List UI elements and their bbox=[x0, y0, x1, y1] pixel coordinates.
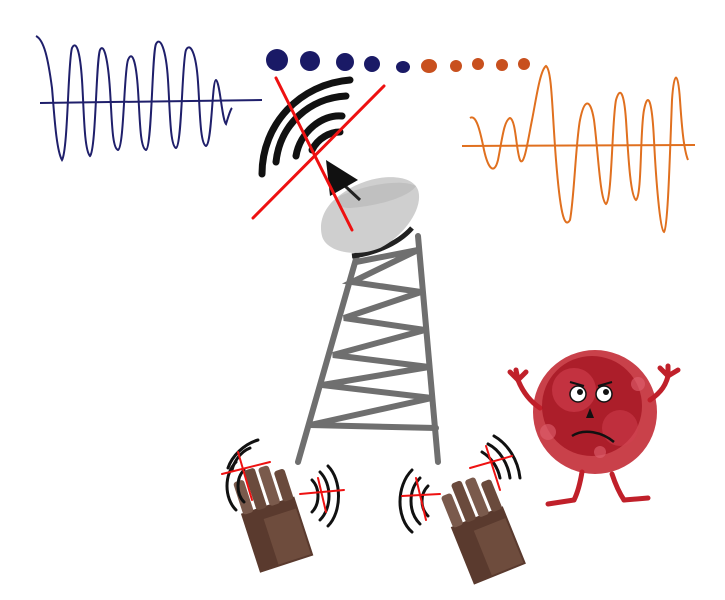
dish-rim-shadow bbox=[337, 182, 416, 208]
finger bbox=[274, 469, 294, 502]
left-dot bbox=[300, 51, 320, 71]
signal-arc bbox=[310, 478, 320, 514]
right-dots bbox=[421, 58, 530, 73]
dish-mount bbox=[351, 226, 414, 259]
wifi-signal-icon bbox=[258, 76, 354, 178]
signal-arc bbox=[398, 468, 414, 534]
right-wave bbox=[461, 64, 696, 234]
cross-line bbox=[274, 76, 354, 232]
cross-line bbox=[251, 84, 386, 220]
virus-left-foot bbox=[545, 497, 577, 507]
right-dot bbox=[421, 59, 437, 73]
virus-face bbox=[569, 381, 615, 443]
cross-line bbox=[485, 445, 501, 491]
right-dot bbox=[472, 58, 484, 70]
virus-body-speck bbox=[540, 424, 556, 440]
virus-right-pupil bbox=[603, 389, 609, 395]
right-hand-group bbox=[398, 434, 526, 585]
virus-left-hand bbox=[507, 367, 529, 383]
signal-arc bbox=[480, 450, 502, 480]
right-dot bbox=[518, 58, 530, 70]
hand-icon bbox=[441, 477, 526, 585]
tower-left-leg bbox=[295, 249, 361, 465]
virus-right-brow bbox=[597, 381, 613, 387]
signal-arc bbox=[226, 438, 260, 470]
cross-out-icon bbox=[401, 445, 513, 521]
virus-left-pupil bbox=[577, 389, 583, 395]
signal-arc bbox=[236, 468, 246, 504]
left-wave bbox=[35, 35, 263, 162]
finger bbox=[258, 465, 280, 506]
virus-left-leg bbox=[571, 469, 585, 503]
signal-arc-outermost bbox=[258, 76, 354, 178]
palm-highlight bbox=[263, 508, 311, 565]
signal-arc-outer bbox=[272, 92, 350, 166]
virus-right-hand bbox=[657, 363, 681, 379]
right-wave-line bbox=[469, 64, 689, 234]
signal-arc bbox=[230, 446, 252, 472]
signal-arc bbox=[326, 464, 340, 528]
cross-line bbox=[237, 451, 253, 501]
right-dot bbox=[450, 60, 462, 72]
cross-line bbox=[221, 461, 271, 475]
finger bbox=[244, 468, 267, 510]
virus-left-brow bbox=[569, 381, 585, 387]
left-dot bbox=[266, 49, 288, 71]
cross-line bbox=[415, 477, 427, 521]
cross-out-icon bbox=[251, 76, 386, 232]
virus-body-speck bbox=[594, 446, 606, 458]
virus-nose bbox=[586, 408, 594, 418]
dish-feed-horn bbox=[326, 160, 358, 196]
signal-arc bbox=[492, 434, 522, 480]
left-wave-line bbox=[35, 35, 233, 162]
cross-line bbox=[317, 477, 327, 513]
left-dots bbox=[266, 49, 410, 73]
left-dot bbox=[364, 56, 380, 72]
left-hand-group bbox=[221, 438, 345, 573]
virus-body-patch bbox=[602, 410, 638, 446]
virus-mouth bbox=[571, 430, 615, 443]
satellite-dish-icon bbox=[320, 160, 420, 259]
virus-body bbox=[533, 350, 657, 474]
signal-arc-middle bbox=[292, 112, 346, 160]
finger bbox=[481, 479, 502, 512]
radio-tower-icon bbox=[295, 233, 441, 465]
wifi-signal-icon bbox=[225, 438, 340, 528]
virus-body-speck bbox=[631, 377, 645, 391]
finger bbox=[465, 477, 489, 517]
left-dot bbox=[396, 61, 410, 73]
right-wave-axis bbox=[461, 144, 696, 147]
right-dot bbox=[496, 59, 508, 71]
signal-arc bbox=[318, 470, 331, 522]
virus-right-leg bbox=[609, 471, 627, 503]
tower-cross-bracing bbox=[309, 247, 439, 431]
tower-right-leg bbox=[415, 233, 441, 465]
finger bbox=[441, 493, 463, 528]
finger bbox=[451, 480, 476, 523]
palm-highlight bbox=[473, 518, 524, 576]
left-dot bbox=[336, 53, 354, 71]
virus-right-foot bbox=[621, 495, 651, 503]
virus-character-icon bbox=[507, 350, 681, 507]
cross-out-icon bbox=[221, 451, 345, 513]
hand-icon bbox=[233, 465, 314, 573]
